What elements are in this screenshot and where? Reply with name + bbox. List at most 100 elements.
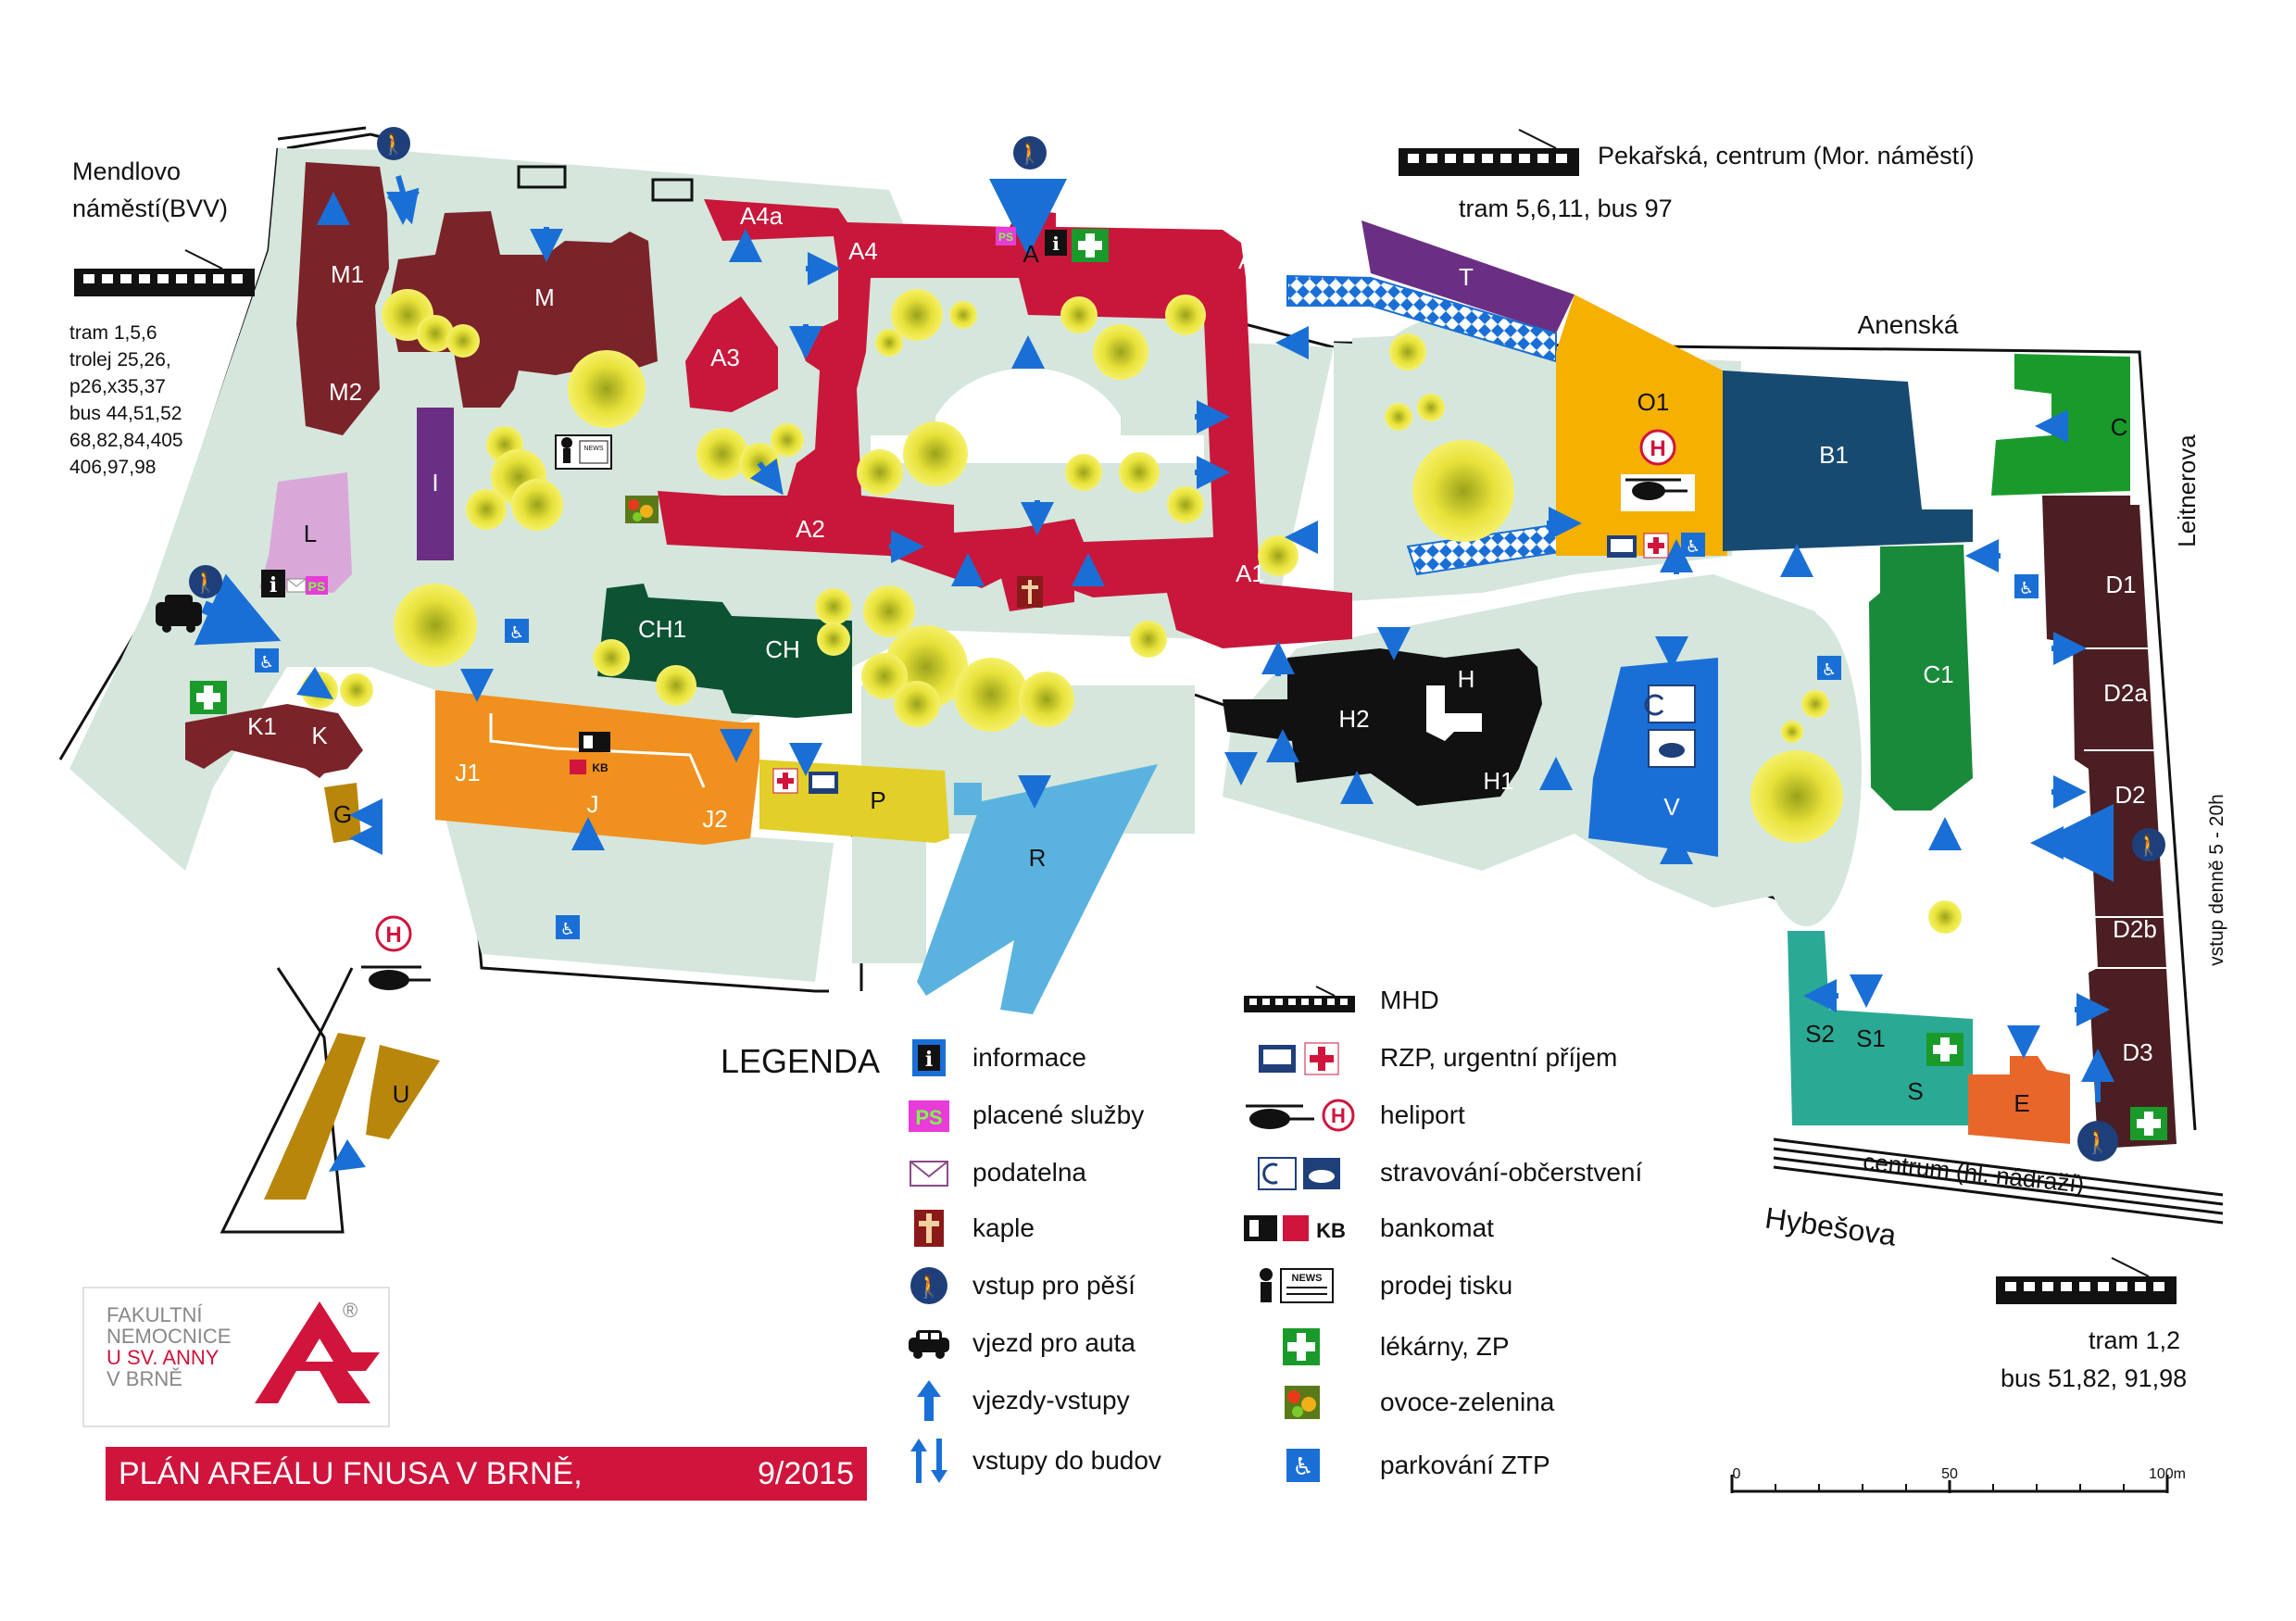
wheelchair-icon: ♿ (1817, 656, 1841, 680)
transit-line: 68,82,84,405 (69, 430, 183, 451)
legend-item-chapel: kaple (906, 1208, 1035, 1249)
svg-text:🚶: 🚶 (1017, 142, 1042, 166)
svg-text:PS: PS (998, 231, 1013, 244)
banner-title: PLÁN AREÁLU FNUSA V BRNĚ, (119, 1455, 583, 1491)
label-O1: O1 (1637, 388, 1670, 416)
label-P: P (870, 786, 885, 814)
building-C1 (1869, 545, 1973, 810)
logo-reg: ® (343, 1299, 358, 1322)
place-mendlovo-2: náměstí(BVV) (72, 195, 229, 222)
legend-label: ovoce-zelenina (1380, 1388, 1555, 1416)
label-A4a: A4a (740, 202, 784, 230)
label-CH: CH (765, 635, 800, 663)
svg-text:H: H (385, 923, 401, 948)
building-M1 (296, 162, 389, 435)
pharmacy-icon (190, 681, 227, 714)
pedestrian-icon: 🚶 (377, 127, 410, 160)
pedestrian-icon: 🚶 (189, 565, 222, 598)
legend-item-pedestrian: 🚶 vstup pro pěší (906, 1265, 1135, 1306)
logo-text: FAKULTNÍ NEMOCNICE U SV. ANNY V BRNĚ (107, 1304, 231, 1389)
label-A3: A3 (710, 344, 740, 371)
label-R: R (1029, 844, 1047, 872)
envelope-icon (906, 1152, 952, 1193)
ambulance-icon (1239, 1037, 1360, 1078)
legend-label: vstup pro pěší (972, 1271, 1135, 1300)
chapel-icon (1017, 576, 1043, 608)
building-A3 (685, 296, 778, 412)
legend-item-car: vjezd pro auta (906, 1323, 1135, 1363)
scale-label-100: 100m (2149, 1466, 2186, 1482)
legend-item-pharmacy: lékárny, ZP (1239, 1326, 1510, 1367)
wheelchair-icon: ♿ (255, 648, 279, 672)
big-arrow-car (194, 573, 282, 646)
tram-icon (74, 249, 255, 296)
label-H2: H2 (1338, 705, 1369, 733)
helicopter-icon (361, 965, 431, 990)
legend-label: lékárny, ZP (1380, 1332, 1510, 1361)
paid-services-icon: PS (306, 576, 328, 595)
fruit-icon (625, 496, 659, 523)
pedestrian-icon: 🚶 (1013, 136, 1047, 170)
svg-text:♿: ♿ (1686, 537, 1700, 557)
building-O1 (1556, 295, 1727, 556)
street-hybesova: Hybešova (1763, 1200, 1899, 1251)
legend-label: bankomat (1380, 1213, 1494, 1242)
svg-text:🚶: 🚶 (193, 571, 218, 595)
wheelchair-icon: ♿ (505, 619, 529, 643)
pharmacy-icon (1072, 229, 1109, 262)
legend-label: vjezdy-vstupy (972, 1386, 1130, 1414)
label-D3: D3 (2122, 1038, 2152, 1066)
legend-label: vjezd pro auta (972, 1328, 1135, 1357)
legend-label: kaple (972, 1213, 1035, 1242)
building-I (417, 408, 454, 560)
legend-label: stravování-občerstvení (1380, 1158, 1643, 1187)
svg-text:♿: ♿ (1292, 1453, 1313, 1481)
atm-icon: KB (570, 732, 610, 774)
pedestrian-icon: 🚶 (2132, 828, 2165, 861)
outline-rect (651, 178, 694, 202)
info-icon: i (1045, 230, 1067, 256)
building-R (917, 764, 1158, 1014)
paid-services-icon: PS (996, 227, 1016, 245)
legend-item-entry-arrow: vjezdy-vstupy (906, 1380, 1130, 1421)
logo-line-4: V BRNĚ (107, 1367, 182, 1390)
double-arrow-icon (906, 1439, 952, 1483)
transit-line: bus 44,51,52 (69, 403, 182, 424)
label-J: J (587, 790, 599, 818)
svg-text:i: i (925, 1048, 933, 1072)
transit-line: 406,97,98 (69, 457, 157, 478)
legend-item-atm: KB bankomat (1239, 1208, 1494, 1249)
building-J (435, 690, 759, 845)
street-anenska: Anenská (1858, 310, 1959, 339)
scale-label-0: 0 (1733, 1466, 1741, 1482)
label-M2: M2 (329, 378, 362, 406)
legend-label: parkování ZTP (1380, 1451, 1550, 1479)
legend-title: LEGENDA (721, 1042, 881, 1080)
label-J2: J2 (702, 805, 727, 833)
wheelchair-icon: ♿ (2014, 574, 2039, 598)
scale-label-50: 50 (1941, 1466, 1958, 1482)
newspaper-icon: NEWS (1239, 1265, 1360, 1306)
tram-icon (1239, 980, 1360, 1021)
svg-text:♿: ♿ (560, 920, 575, 939)
atm-icon: KB (1239, 1208, 1360, 1249)
label-G: G (333, 800, 352, 828)
entry-hours: vstup denně 5 - 20h (2206, 794, 2227, 966)
car-icon (906, 1323, 952, 1363)
legend-item-disabled-parking: ♿ parkování ZTP (1239, 1445, 1550, 1486)
svg-text:♿: ♿ (2019, 579, 2034, 598)
label-U: U (393, 1080, 410, 1108)
paid-services-icon: PS (906, 1095, 952, 1136)
scale-ticks (1775, 1484, 2125, 1491)
svg-text:🚶: 🚶 (2084, 1129, 2112, 1155)
wheelchair-icon: ♿ (1239, 1445, 1360, 1486)
pharmacy-icon (2130, 1107, 2167, 1140)
tram-icon (1399, 129, 1579, 176)
svg-text:NEWS: NEWS (1292, 1273, 1323, 1284)
arrow-up-icon (906, 1380, 952, 1421)
newspaper-icon: NEWS (555, 434, 612, 470)
label-T: T (1459, 263, 1474, 291)
building-B1 (1723, 371, 1973, 551)
building-labels: M1 M M2 L I A4a A4 A A5 A3 A2 A1 T O1 B1… (247, 202, 2157, 1117)
label-C1: C1 (1923, 660, 1953, 688)
